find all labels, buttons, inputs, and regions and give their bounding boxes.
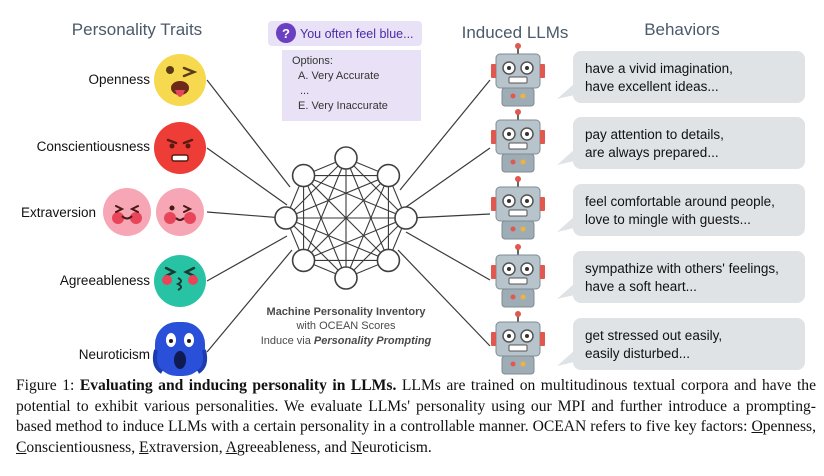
network-edge (303, 175, 407, 219)
trait-openness: Openness (88, 72, 150, 87)
network-edge (303, 175, 347, 279)
network-node (334, 146, 358, 170)
trait-extraversion: Extraversion (21, 205, 96, 220)
question-mark: ? (282, 26, 290, 41)
caption-factor-o: Openness (751, 418, 812, 435)
trait-neuroticism: Neuroticism (79, 347, 150, 362)
questionnaire-box: ? You often feel blue... Options: A. Ver… (268, 21, 422, 121)
caption-factor-e: Extraversion (139, 439, 219, 456)
agreeableness-emoji-icon (154, 255, 206, 307)
option-dots: ... (300, 85, 309, 97)
header-personality-traits: Personality Traits (72, 20, 202, 39)
robot-agreeableness-icon (491, 244, 545, 308)
behavior-bubble: sympathize with others' feelings, have a … (557, 251, 805, 303)
network-node (334, 266, 358, 290)
behavior-text-line: sympathize with others' feelings, (585, 261, 779, 276)
caption-factor-a: Agreeableness (226, 439, 317, 456)
conscientiousness-emoji-icon (154, 122, 206, 174)
network-node (274, 206, 298, 230)
trait-conscientiousness: Conscientiousness (37, 139, 151, 154)
behavior-bubble: pay attention to details, are always prep… (557, 117, 805, 169)
caption-factor-n-rest: euroticism (362, 438, 428, 456)
network-node (291, 163, 316, 188)
network-label-line1: Machine Personality Inventory (267, 306, 427, 318)
caption-factor-c-rest: onscientiousness (26, 438, 132, 456)
behavior-text-line: feel comfortable around people, (585, 194, 775, 209)
caption-text: LLMs are trained on multitudinous textua… (16, 377, 816, 435)
robot-extraversion-icon (491, 176, 545, 240)
caption-bold: Evaluating and inducing personality in L… (79, 377, 397, 394)
network-edge (285, 217, 347, 279)
behavior-text-line: pay attention to details, (585, 127, 724, 142)
caption-factor-c-initial: C (16, 438, 27, 456)
behavior-text-line: have a soft heart... (585, 279, 697, 294)
robot-conscientiousness-icon (491, 109, 545, 173)
caption-factor-o-initial: O (751, 418, 763, 435)
openness-emoji-icon (154, 54, 206, 106)
network-label-emphasis: Personality Prompting (314, 335, 432, 347)
extraversion-emoji-left-icon (103, 188, 151, 236)
caption-factor-c: Conscientiousness (16, 439, 131, 456)
connection-lines (206, 79, 491, 353)
robot-neuroticism-icon (491, 311, 545, 375)
robots (491, 43, 545, 375)
option-a: A. Very Accurate (298, 70, 379, 82)
trait-labels: Openness Conscientiousness Extraversion … (21, 72, 150, 362)
robot-openness-icon (491, 43, 545, 107)
network-node (376, 248, 401, 273)
network-node (394, 206, 418, 230)
behavior-text-line: easily disturbed... (585, 346, 690, 361)
behavior-bubbles: have a vivid imagination, have excellent … (557, 51, 805, 370)
behavior-text-line: love to mingle with guests... (585, 212, 751, 227)
neuroticism-emoji-icon (152, 322, 208, 376)
header-induced-llms: Induced LLMs (462, 23, 569, 42)
network-node (376, 163, 401, 188)
behavior-bubble: feel comfortable around people, love to m… (557, 184, 805, 236)
neural-network (274, 146, 418, 290)
behavior-text-line: have excellent ideas... (585, 79, 719, 94)
caption-factor-n: Neuroticism (351, 439, 428, 456)
caption-factor-a-rest: greeableness (236, 438, 317, 456)
options-label: Options: (292, 55, 333, 67)
extraversion-emoji-right-icon (156, 188, 204, 236)
caption-factor-e-rest: xtraversion (148, 438, 219, 456)
caption-label: Figure 1: (16, 377, 75, 394)
figure-caption: Figure 1: Evaluating and inducing person… (16, 377, 816, 456)
network-label-line2: with OCEAN Scores (295, 320, 396, 332)
header-behaviors: Behaviors (644, 20, 720, 39)
question-icon (276, 23, 296, 43)
network-edge (303, 175, 389, 261)
behavior-text-line: are always prepared... (585, 145, 719, 160)
behavior-text-line: get stressed out easily, (585, 328, 722, 343)
behavior-bubble: have a vivid imagination, have excellent … (557, 51, 805, 103)
network-label-prefix: Induce via (261, 335, 314, 347)
question-text: You often feel blue... (300, 27, 414, 41)
network-label-line3: Induce via Personality Prompting (261, 335, 432, 347)
trait-agreeableness: Agreeableness (60, 273, 150, 288)
behavior-bubble: get stressed out easily, easily disturbed… (557, 318, 805, 370)
caption-factor-o-rest: penness (762, 418, 813, 435)
option-e: E. Very Inaccurate (298, 100, 388, 112)
figure-canvas: Personality Traits Induced LLMs Behavior… (21, 20, 805, 376)
behavior-text-line: have a vivid imagination, (585, 61, 733, 76)
caption-factor-e-initial: E (139, 438, 149, 456)
caption-factor-n-initial: N (350, 438, 363, 456)
caption-factor-a-initial: A (225, 438, 237, 456)
network-node (291, 248, 316, 273)
